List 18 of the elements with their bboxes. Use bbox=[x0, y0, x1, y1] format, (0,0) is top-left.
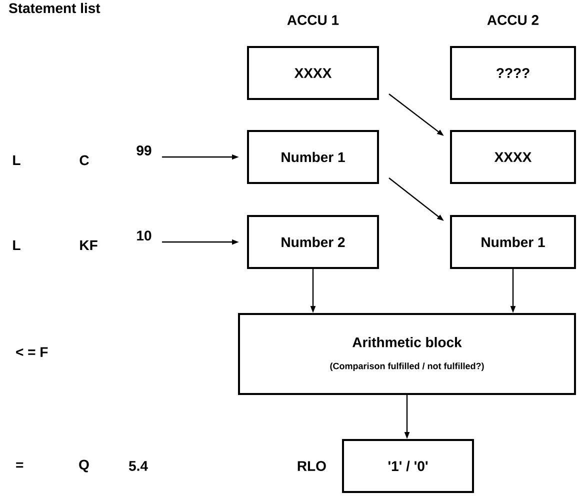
statement-text: Q bbox=[79, 460, 89, 472]
register-box: Number 2 bbox=[247, 215, 379, 269]
register-box: '1' / '0' bbox=[342, 439, 474, 493]
statement-line: L KF 10 bbox=[13, 230, 152, 250]
statement-text: = bbox=[16, 462, 24, 468]
column-heading: ACCU 2 bbox=[487, 15, 538, 25]
statement-text: 5.4 bbox=[128, 461, 148, 471]
register-name: RLO bbox=[298, 461, 326, 471]
heading: Statement list bbox=[8, 2, 100, 14]
arithmetic-block: Arithmetic block (Comparison fulfilled / not fulfilled?) bbox=[238, 313, 576, 395]
statement-line: L C 99 bbox=[13, 146, 152, 166]
register-box: Number 1 bbox=[450, 215, 576, 269]
statement-text: < = F bbox=[16, 347, 48, 357]
register-box: ???? bbox=[450, 46, 576, 100]
register-box: XXXX bbox=[450, 130, 576, 184]
column-heading: ACCU 1 bbox=[287, 15, 339, 25]
register-box: XXXX bbox=[247, 46, 379, 100]
register-box: Number 1 bbox=[247, 130, 379, 184]
